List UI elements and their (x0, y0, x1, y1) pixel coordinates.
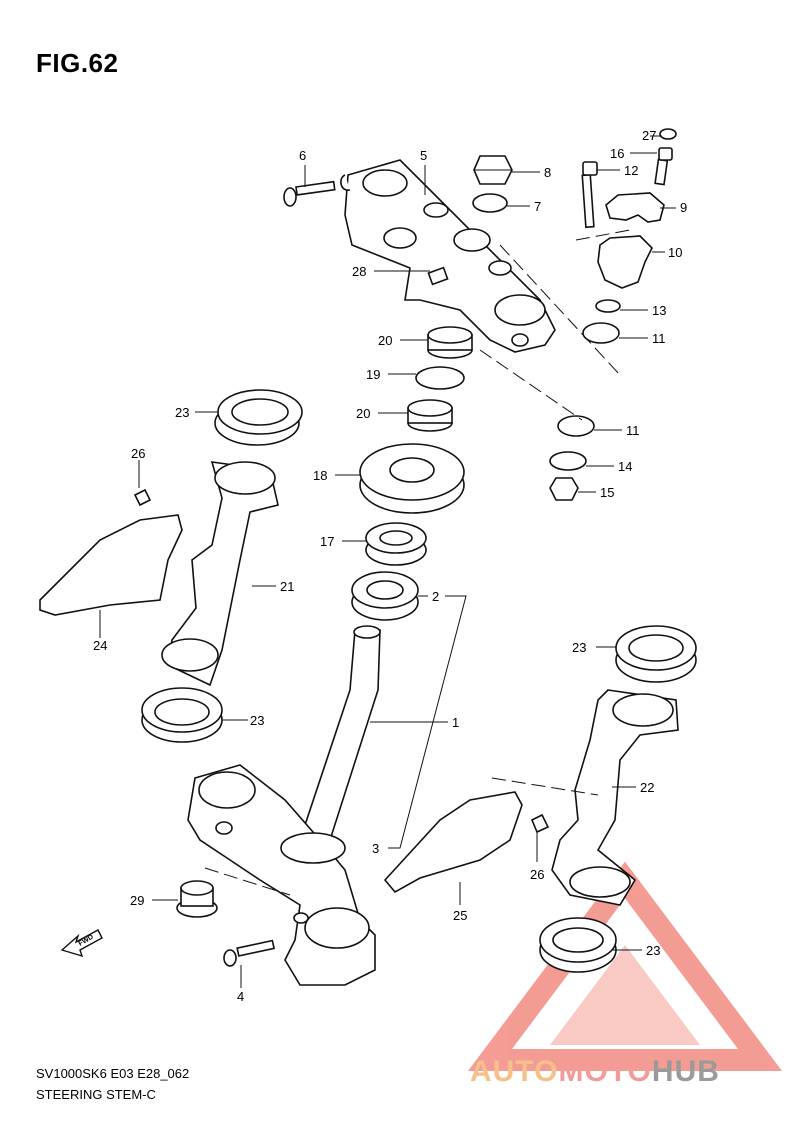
callout-5: 5 (420, 148, 427, 163)
nut-part-20b (407, 399, 453, 432)
callout-16: 16 (610, 146, 624, 161)
oil-seal-part-23a (214, 389, 303, 446)
callout-11a: 11 (652, 331, 666, 346)
callout-23b: 23 (250, 713, 264, 728)
bracket-part-25 (383, 791, 523, 894)
callout-23c: 23 (572, 640, 586, 655)
callout-28: 28 (352, 264, 366, 279)
callout-3: 3 (372, 841, 379, 856)
callout-29: 29 (130, 893, 144, 908)
oil-seal-part-23c (615, 625, 697, 683)
callout-1: 1 (452, 715, 459, 730)
callout-18: 18 (313, 468, 327, 483)
callout-27: 27 (642, 128, 656, 143)
callout-21: 21 (280, 579, 294, 594)
callout-22: 22 (640, 780, 654, 795)
steering-stem-part-1 (187, 625, 381, 986)
bearing-part-2 (351, 571, 419, 621)
handlebar-upper-holder-part-9 (605, 192, 665, 223)
callout-10: 10 (668, 245, 682, 260)
figure-title: FIG.62 (36, 48, 119, 78)
callout-numbers: 27 16 12 9 10 13 11 11 14 15 6 5 8 7 28 … (93, 128, 687, 1004)
assembly-dashed-lines (204, 229, 631, 896)
leader-lines (99, 135, 676, 988)
bolt-part-6 (283, 180, 336, 207)
cushion-part-11a (582, 322, 620, 344)
washer-part-7 (472, 193, 508, 213)
callout-9: 9 (680, 200, 687, 215)
watermark-part3: HUB (651, 1055, 720, 1088)
bolt-part-26a (133, 488, 152, 507)
callout-26a: 26 (131, 446, 145, 461)
washer-part-13 (595, 299, 621, 313)
callout-15: 15 (600, 485, 614, 500)
nut-part-15 (549, 477, 579, 501)
callout-7: 7 (534, 199, 541, 214)
washer-part-19 (415, 366, 465, 390)
callout-25: 25 (453, 908, 467, 923)
fork-guide-part-22 (551, 689, 679, 906)
cushion-part-11b (557, 415, 595, 437)
callout-26b: 26 (530, 867, 544, 882)
callout-6: 6 (299, 148, 306, 163)
callout-13: 13 (652, 303, 666, 318)
callout-23a: 23 (175, 405, 189, 420)
callout-14: 14 (618, 459, 632, 474)
callout-20b: 20 (356, 406, 370, 421)
bushing-part-29 (176, 880, 218, 918)
callout-23d: 23 (646, 943, 660, 958)
cap-part-8 (473, 155, 513, 185)
upper-bracket-part-5 (340, 159, 556, 353)
dust-seal-part-18 (359, 443, 465, 514)
callout-12: 12 (624, 163, 638, 178)
callout-20a: 20 (378, 333, 392, 348)
watermark-part1: AUTO (470, 1055, 559, 1088)
diagram-code: SV1000SK6 E03 E28_062 (36, 1066, 190, 1081)
oil-seal-part-23d (539, 917, 617, 973)
fwd-arrow-icon: FWD (60, 929, 103, 958)
bearing-part-17 (365, 522, 427, 566)
callout-17: 17 (320, 534, 334, 549)
callout-24: 24 (93, 638, 107, 653)
oil-seal-part-23b (141, 687, 223, 743)
diagram-name: STEERING STEM-C (36, 1087, 156, 1102)
bolt-part-16 (654, 147, 673, 186)
washer-part-14 (549, 451, 587, 471)
bolt-part-26b (530, 813, 550, 834)
fork-guide-part-21 (161, 461, 279, 687)
watermark-logo-icon (468, 861, 782, 1071)
label-part-28 (427, 266, 449, 286)
callout-8: 8 (544, 165, 551, 180)
watermark-text: AUTOMOTOHUB (470, 1055, 720, 1089)
callout-4: 4 (237, 989, 244, 1004)
bracket-part-24 (39, 514, 183, 616)
callout-2: 2 (432, 589, 439, 604)
cap-part-27 (659, 128, 677, 140)
bolt-part-4 (223, 939, 275, 967)
callout-11b: 11 (626, 423, 640, 438)
handlebar-lower-holder-part-10 (597, 235, 653, 289)
bolt-part-12 (581, 161, 598, 229)
callout-19: 19 (366, 367, 380, 382)
watermark-part2: MOTO (558, 1055, 652, 1088)
nut-part-20a (427, 326, 473, 359)
